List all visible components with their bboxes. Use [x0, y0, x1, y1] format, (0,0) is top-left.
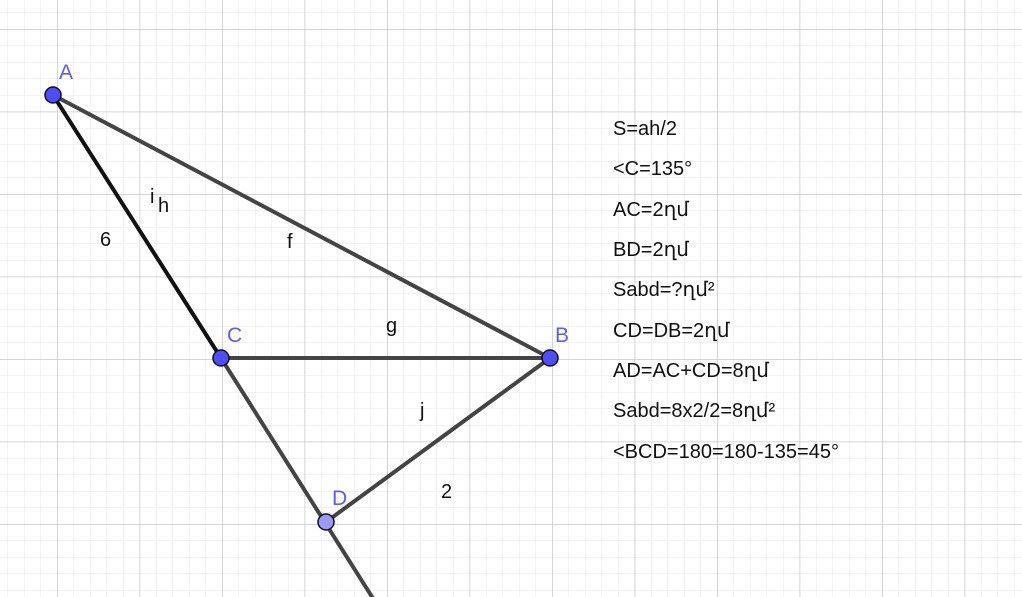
point-c[interactable] — [212, 349, 230, 367]
label-side-db: 2 — [441, 481, 452, 503]
point-label-c: C — [227, 324, 242, 347]
label-h: h — [158, 195, 169, 217]
note-line: AC=2ղմ — [613, 199, 689, 221]
point-label-b: B — [555, 324, 569, 347]
point-label-a: A — [59, 61, 73, 84]
segment-h-ac[interactable] — [51, 93, 223, 360]
note-line: BD=2ղմ — [613, 239, 689, 261]
label-side-ac: 6 — [100, 229, 111, 251]
note-line: Sabd=?ղմ² — [613, 279, 715, 301]
notes-text-block: S=ah/2 <C=135° AC=2ղմ BD=2ղմ Sabd=?ղմ² C… — [613, 118, 839, 463]
note-line: <C=135° — [613, 158, 692, 180]
label-j: j — [419, 400, 424, 422]
note-line: <BCD=180=180-135=45° — [613, 441, 839, 463]
point-label-d: D — [332, 487, 347, 510]
label-g: g — [386, 315, 397, 337]
point-b[interactable] — [541, 349, 559, 367]
point-d[interactable] — [317, 513, 335, 531]
point-a[interactable] — [44, 86, 62, 104]
note-line: AD=AC+CD=8ղմ — [613, 360, 769, 382]
note-line: Sabd=8x2/2=8ղմ² — [613, 400, 775, 422]
segment-j-bd[interactable] — [324, 356, 552, 524]
label-f: f — [287, 231, 293, 253]
segment-cd-extended[interactable] — [219, 356, 375, 597]
label-i: i — [150, 186, 154, 208]
note-line: CD=DB=2ղմ — [613, 320, 730, 342]
note-line: S=ah/2 — [613, 118, 677, 140]
segment-f-ab[interactable] — [52, 93, 551, 360]
